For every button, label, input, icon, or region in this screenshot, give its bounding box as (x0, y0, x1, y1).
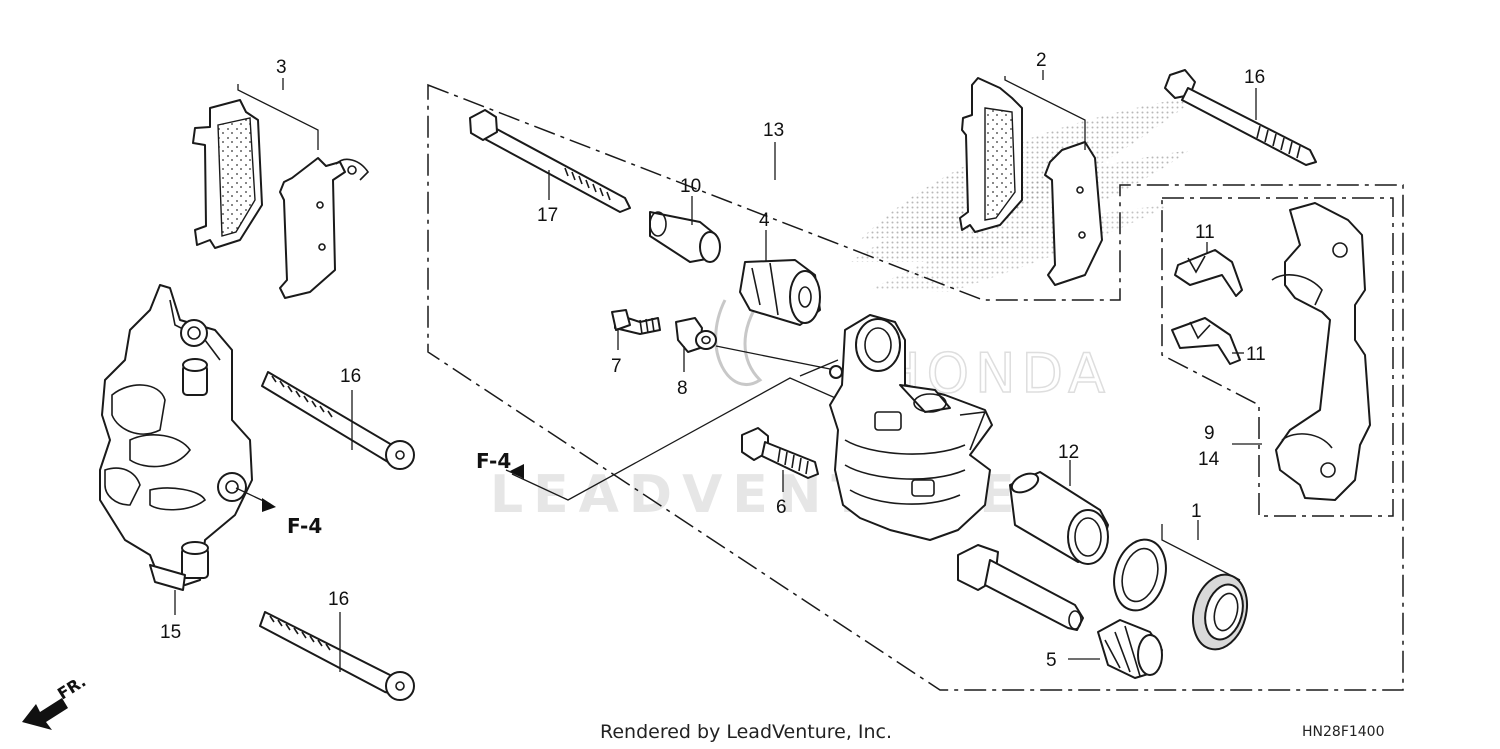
pin-boot-4[interactable] (739, 259, 821, 326)
dust-seal-1[interactable] (1185, 569, 1255, 656)
brake-pad-set-3[interactable] (192, 99, 370, 299)
pin-sleeve-10[interactable] (649, 211, 721, 263)
callout-2: 2 (1036, 50, 1047, 71)
caliper-body-center[interactable] (829, 314, 993, 541)
bleed-screw-7[interactable] (611, 309, 661, 335)
callout-4: 4 (759, 210, 770, 231)
bolt-6[interactable] (741, 427, 819, 479)
diagram-code: HN28F1400 (1302, 724, 1385, 740)
callout-11-upper: 11 (1195, 222, 1215, 243)
front-direction-label: FR. (54, 672, 89, 704)
arrow-head-icon (510, 464, 524, 479)
footer-credit: Rendered by LeadVenture, Inc. (600, 721, 892, 743)
callout-7: 7 (611, 356, 622, 377)
slide-pin-5[interactable] (957, 544, 1084, 631)
caliper-bolt-16-lower[interactable] (259, 611, 415, 701)
callout-17: 17 (537, 205, 558, 226)
callout-9: 9 (1204, 423, 1215, 444)
pin-boot-5[interactable] (1097, 619, 1163, 679)
callout-15: 15 (160, 622, 181, 643)
callout-8: 8 (677, 378, 688, 399)
callout-14: 14 (1198, 449, 1220, 470)
pad-spring-11-upper[interactable] (1174, 249, 1243, 297)
callout-12: 12 (1058, 442, 1079, 463)
callout-11-lower: 11 (1246, 344, 1266, 365)
assembly-boundary-9 (1161, 197, 1394, 517)
reference-label-center: F-4 (476, 449, 511, 473)
brake-pad-set-2[interactable] (959, 77, 1103, 286)
assembly-boundary-13 (427, 83, 1404, 691)
callout-16-lower-left: 16 (328, 589, 349, 610)
reference-label-left: F-4 (287, 514, 322, 538)
callout-13: 13 (763, 120, 784, 141)
arrow-head-icon (262, 498, 276, 512)
callout-16-right: 16 (1244, 67, 1265, 88)
bleed-cap-8[interactable] (675, 317, 717, 353)
front-direction-arrow-icon (22, 698, 68, 730)
callout-1: 1 (1191, 501, 1202, 522)
callout-10: 10 (680, 176, 701, 197)
callout-6: 6 (776, 497, 787, 518)
reference-arrow-frame (511, 359, 841, 501)
caliper-bolt-16-upper[interactable] (261, 371, 415, 470)
caliper-piston-12[interactable] (1009, 470, 1109, 565)
caliper-bolt-16-right[interactable] (1164, 69, 1317, 166)
callout-5: 5 (1046, 650, 1057, 671)
piston-seal-1[interactable] (1107, 534, 1174, 616)
callout-16-upper-left: 16 (340, 366, 361, 387)
caliper-bracket-9-14[interactable] (1271, 202, 1371, 501)
leader-lines (235, 70, 1262, 672)
pad-spring-11-lower[interactable] (1171, 317, 1241, 365)
caliper-assembly-left[interactable] (99, 284, 253, 591)
slide-pin-bolt-17[interactable] (469, 109, 631, 213)
callout-3: 3 (276, 57, 287, 78)
